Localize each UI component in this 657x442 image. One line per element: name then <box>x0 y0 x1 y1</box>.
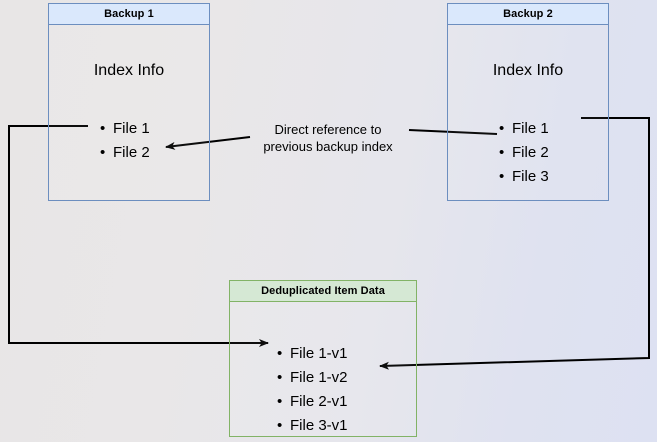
list-item: File 3-v1 <box>277 414 348 438</box>
list-item: File 3 <box>499 165 549 189</box>
list-item: File 1-v1 <box>277 342 348 366</box>
node-backup1-header: Backup 1 <box>49 4 209 25</box>
node-dedup-body: File 1-v1 File 1-v2 File 2-v1 File 3-v1 <box>230 302 416 438</box>
node-backup2-file-list: File 1 File 2 File 3 <box>499 117 549 189</box>
node-backup1-index-label: Index Info <box>93 62 165 79</box>
list-item: File 2 <box>100 141 150 165</box>
node-dedup-header: Deduplicated Item Data <box>230 281 416 302</box>
list-item: File 1 <box>499 117 549 141</box>
list-item: File 2 <box>499 141 549 165</box>
node-backup2-index-label: Index Info <box>492 62 564 79</box>
node-deduplicated-item-data[interactable]: Deduplicated Item Data File 1-v1 File 1-… <box>229 280 417 438</box>
node-backup2-header: Backup 2 <box>448 4 608 25</box>
edge-label-line-2: previous backup index <box>263 139 393 154</box>
node-backup1-body: Index Info File 1 File 2 <box>49 25 209 200</box>
node-backup2[interactable]: Backup 2 Index Info File 1 File 2 File 3 <box>447 3 609 201</box>
list-item: File 2-v1 <box>277 390 348 414</box>
node-backup1[interactable]: Backup 1 Index Info File 1 File 2 <box>48 3 210 201</box>
edge-label-direct-reference: Direct reference to previous backup inde… <box>248 121 408 155</box>
list-item: File 1 <box>100 117 150 141</box>
list-item: File 1-v2 <box>277 366 348 390</box>
node-backup1-file-list: File 1 File 2 <box>100 117 150 165</box>
edge-label-line-1: Direct reference to <box>274 122 382 137</box>
node-dedup-file-list: File 1-v1 File 1-v2 File 2-v1 File 3-v1 <box>277 342 348 438</box>
node-backup2-body: Index Info File 1 File 2 File 3 <box>448 25 608 200</box>
